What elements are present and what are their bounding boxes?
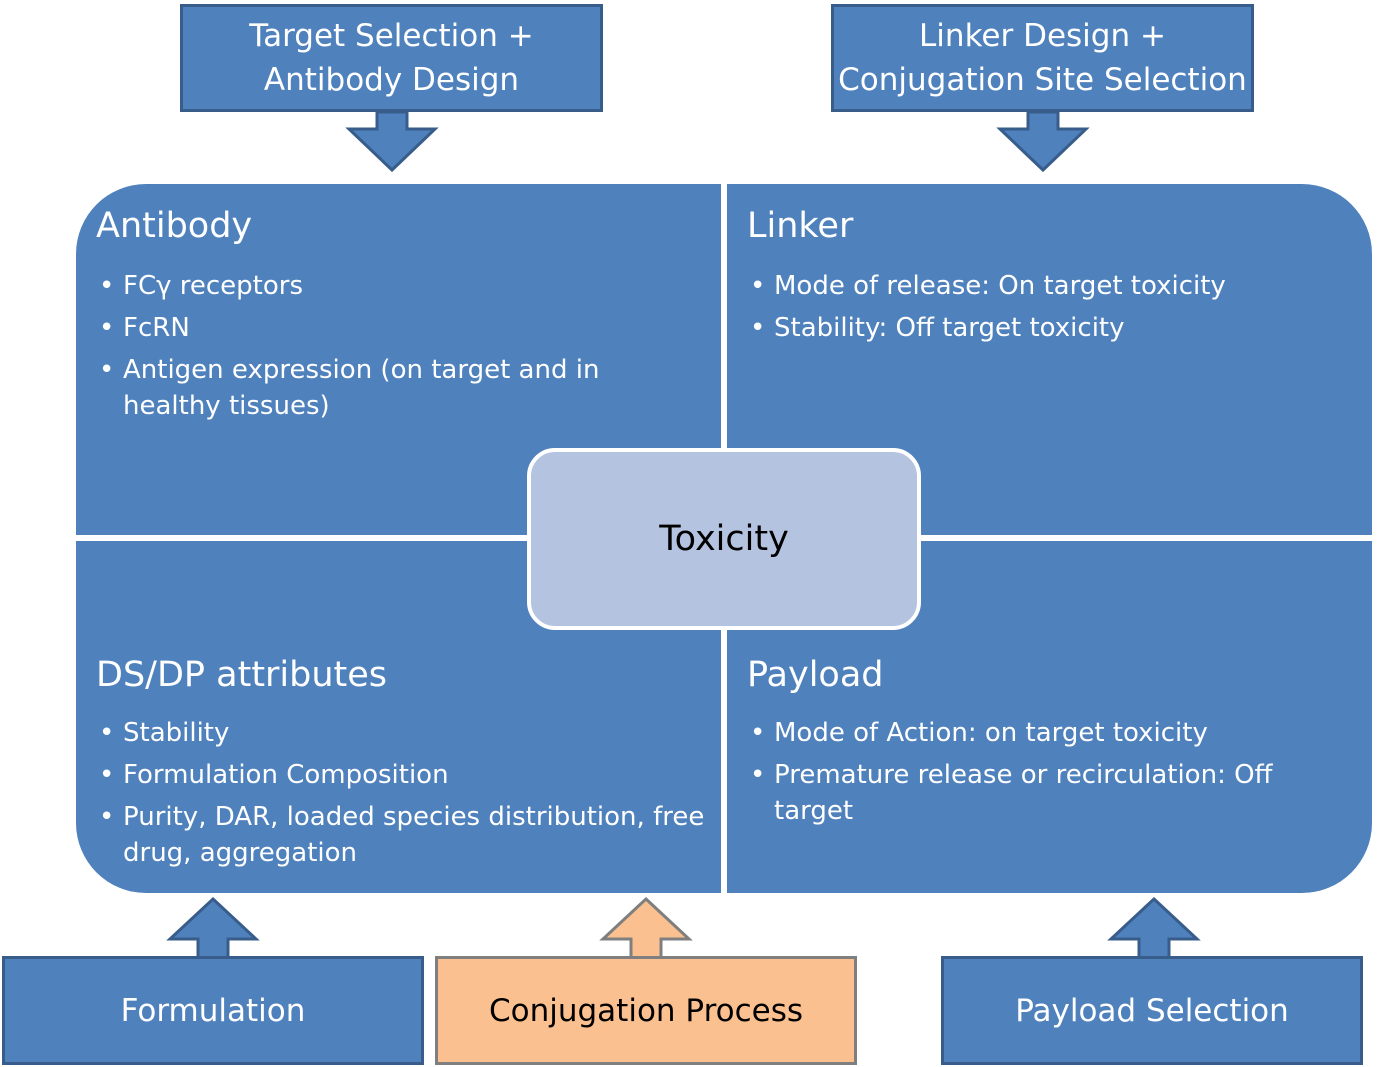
list-item: Formulation Composition [96,757,705,793]
formulation-box: Formulation [2,956,424,1065]
linker-list: Mode of release: On target toxicity Stab… [747,268,1356,352]
up-arrow-payload [1107,896,1201,960]
down-arrow-linker [996,110,1090,173]
list-item: FCγ receptors [96,268,705,304]
up-arrow-formulation [166,896,260,960]
linker-design-line2: Conjugation Site Selection [838,62,1247,98]
antibody-quadrant: Antibody FCγ receptors FcRN Antigen expr… [76,184,721,535]
list-item: Mode of release: On target toxicity [747,268,1356,304]
list-item: Stability [96,715,705,751]
list-item: Premature release or recirculation: Off … [747,757,1356,829]
antibody-title: Antibody [96,206,253,246]
payload-list: Mode of Action: on target toxicity Prema… [747,715,1356,835]
list-item: Mode of Action: on target toxicity [747,715,1356,751]
toxicity-label: Toxicity [659,519,789,559]
ds-dp-attributes-quadrant: DS/DP attributes Stability Formulation C… [76,541,721,893]
linker-design-box: Linker Design + Conjugation Site Selecti… [831,4,1254,112]
list-item: Antigen expression (on target and in hea… [96,352,705,424]
antibody-list: FCγ receptors FcRN Antigen expression (o… [96,268,705,430]
up-arrow-conjugation [599,896,693,960]
target-selection-box: Target Selection + Antibody Design [180,4,603,112]
payload-selection-label: Payload Selection [1015,992,1289,1029]
down-arrow-antibody [345,110,439,173]
toxicity-center-box: Toxicity [527,448,921,630]
target-selection-line2: Antibody Design [263,62,520,98]
payload-selection-box: Payload Selection [941,956,1363,1065]
linker-title: Linker [747,206,854,246]
target-selection-line1: Target Selection + [249,18,534,54]
ds-dp-attributes-title: DS/DP attributes [96,655,388,695]
conjugation-process-box: Conjugation Process [435,956,857,1065]
list-item: Purity, DAR, loaded species distribution… [96,799,705,871]
ds-dp-attributes-list: Stability Formulation Composition Purity… [96,715,705,877]
payload-title: Payload [747,655,884,695]
linker-design-line1: Linker Design + [919,18,1166,54]
conjugation-process-label: Conjugation Process [488,992,804,1029]
list-item: Stability: Off target toxicity [747,310,1356,346]
list-item: FcRN [96,310,705,346]
formulation-label: Formulation [120,992,306,1029]
